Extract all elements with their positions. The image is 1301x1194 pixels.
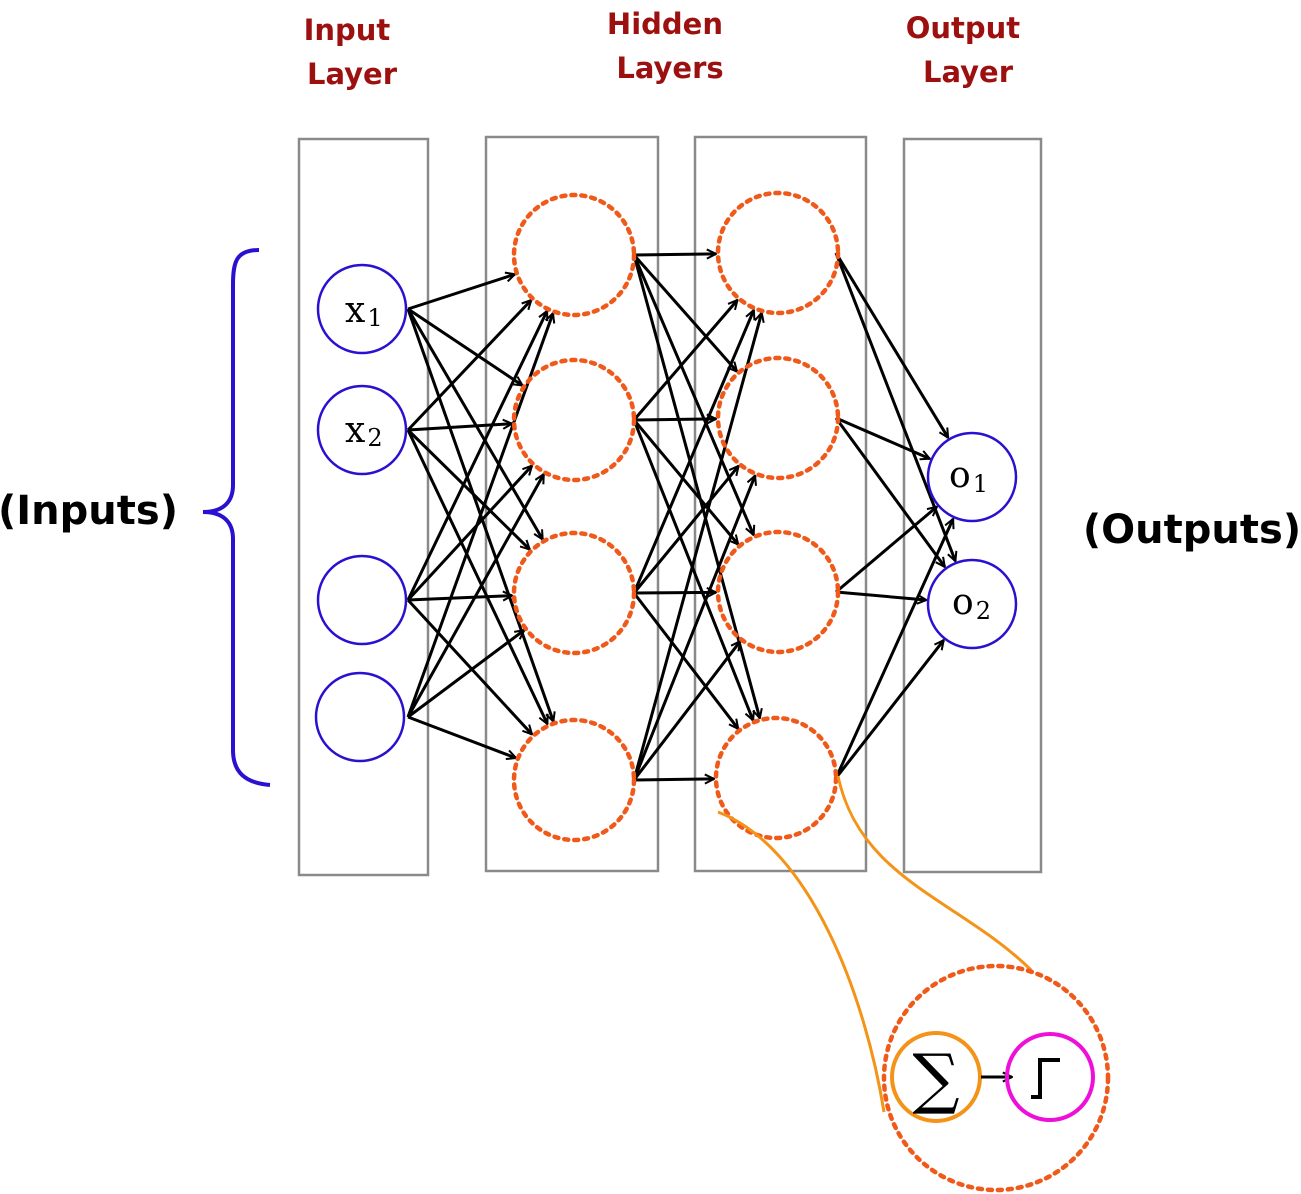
edge-input-3-to-h1-1 [406,311,549,601]
edge-h2-1-to-out-1 [834,252,950,438]
input-node-x2 [316,384,408,476]
hidden-layer-2-box [693,135,868,873]
output-layer-title: Output Layer [906,11,1031,89]
hidden2-node-4 [713,715,839,841]
edge-h1-3-to-h2-1 [632,310,754,594]
input-node-4 [314,671,406,763]
o1-label: o1 [949,455,988,498]
summation-symbol: ∑ [912,1040,959,1117]
edge-input-2-to-h1-3 [406,428,530,550]
edge-input-4-to-h1-3 [407,630,524,719]
hidden1-node-3 [511,530,637,656]
input-layer-title: Input Layer [304,13,401,91]
edge-h1-1-to-h2-3 [632,254,754,535]
hidden1-node-2 [511,357,637,483]
edge-input-1-to-h1-1 [407,274,515,311]
input-node-3 [316,554,408,646]
zoom-line-left [717,810,886,1113]
edge-input-2-to-h1-4 [406,429,549,724]
output-node-o2 [926,558,1018,650]
edge-input-4-to-h1-2 [406,474,546,718]
output-node-o1 [926,431,1018,523]
edge-h1-2-to-h2-3 [632,419,738,545]
edge-h1-2-to-h2-1 [632,300,738,421]
inputs-label: (Inputs) [0,488,178,534]
activation-node [1005,1032,1095,1122]
edge-input-3-to-h1-3 [407,596,512,602]
edge-input-2-to-h1-1 [406,300,531,432]
edge-input-3-to-h1-2 [406,466,532,602]
x2-label: x2 [345,410,383,452]
activation-step-icon [1031,1058,1060,1099]
edge-h2-2-to-out-2 [834,417,945,567]
edge-h1-4-to-h2-3 [632,641,740,781]
hidden2-node-3 [715,529,841,655]
edge-h2-4-to-out-2 [834,640,944,779]
input-node-x1 [316,263,408,355]
edge-h1-3-to-h2-3 [633,592,716,593]
inputs-brace [202,248,271,787]
o2-label: o2 [952,582,991,625]
edge-h2-3-to-out-2 [835,590,926,600]
edge-h2-4-to-out-1 [834,519,953,779]
summation-node [890,1031,982,1123]
edge-input-4-to-h1-4 [407,715,516,758]
edge-h1-4-to-h2-1 [632,313,762,781]
edge-h1-1-to-h2-2 [632,254,737,372]
connection-arrows [406,252,955,781]
hidden2-node-2 [715,355,841,481]
edge-h1-2-to-h2-2 [633,419,716,420]
edge-input-2-to-h1-2 [407,424,512,432]
edge-h1-2-to-h2-4 [632,419,753,720]
edge-h1-3-to-h2-4 [632,592,738,729]
hidden1-node-1 [511,192,637,318]
edge-h1-1-to-h2-1 [633,254,716,255]
output-layer-box [902,137,1043,874]
edge-h1-4-to-h2-2 [632,476,755,781]
input-layer-box [297,137,430,877]
edge-h2-2-to-out-1 [835,416,930,459]
hidden1-node-4 [511,717,637,843]
edge-input-3-to-h1-4 [406,598,532,734]
edge-h1-4-to-h2-4 [633,779,714,780]
edge-h2-1-to-out-2 [834,252,955,561]
edge-input-1-to-h1-2 [407,307,523,386]
hidden-layers-title: Hidden Layers [607,7,733,85]
zoom-line-right [836,775,1033,972]
edge-h2-3-to-out-1 [835,507,937,594]
outputs-label: (Outputs) [1083,507,1301,553]
x1-label: x1 [345,290,383,332]
edge-input-1-to-h1-3 [406,308,544,540]
hidden2-node-1 [715,190,841,316]
edge-h1-3-to-h2-2 [632,466,739,594]
